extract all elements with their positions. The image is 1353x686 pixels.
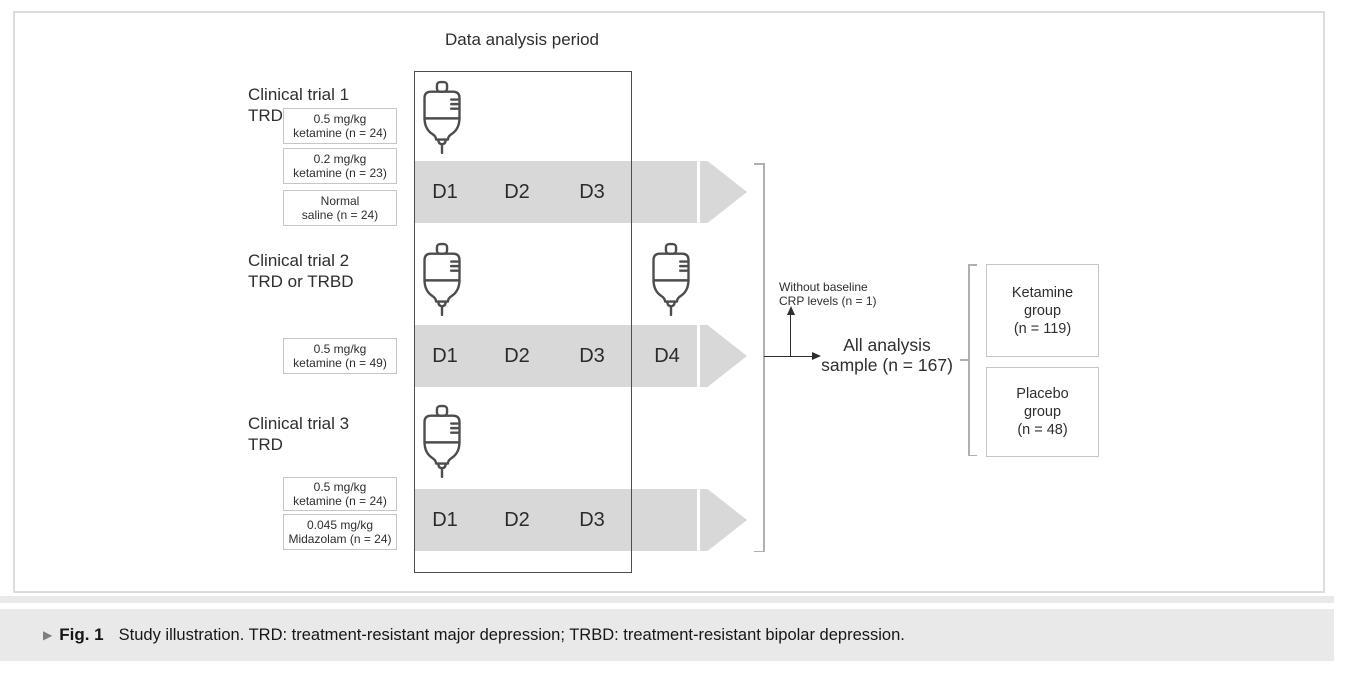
- caption-text: Study illustration. TRD: treatment-resis…: [118, 625, 905, 644]
- caption-figure-label: Fig. 1: [59, 625, 104, 644]
- to-sample-line: [764, 355, 813, 357]
- trial3-arm2-box: 0.045 mg/kg Midazolam (n = 24): [283, 514, 397, 550]
- trial2-arm1-box: 0.5 mg/kg ketamine (n = 49): [283, 338, 397, 374]
- iv-bag-icon: [419, 242, 465, 321]
- trial2-day3-label: D3: [579, 345, 605, 367]
- group-n: (n = 119): [1013, 320, 1072, 337]
- group-word: group: [1023, 404, 1062, 420]
- to-exclusion-line: [790, 314, 792, 356]
- arm-dose: 0.5 mg/kg: [313, 342, 367, 356]
- collect-bracket-vertical: [763, 163, 765, 552]
- arm-drug: ketamine (n = 23): [293, 166, 387, 180]
- iv-bag-icon: [419, 404, 465, 483]
- trial3-day3-label: D3: [579, 509, 605, 531]
- placebo-group-box: Placebo group (n = 48): [986, 367, 1099, 457]
- trial2-name: Clinical trial 2: [248, 251, 350, 270]
- trial3-name: Clinical trial 3: [248, 414, 350, 433]
- split-bracket-vertical: [968, 264, 970, 456]
- trial3-arm1-box: 0.5 mg/kg ketamine (n = 24): [283, 477, 397, 511]
- trial3-heading: Clinical trial 3 TRD: [248, 413, 349, 455]
- arm-dose: 0.2 mg/kg: [313, 152, 367, 166]
- trial1-day3-label: D3: [579, 181, 605, 203]
- trial1-day2-label: D2: [504, 181, 530, 203]
- trial3-day1-label: D1: [432, 509, 458, 531]
- analysis-sample-label: All analysis sample (n = 167): [812, 335, 962, 375]
- iv-bag-icon: [648, 242, 694, 321]
- arm-drug: ketamine (n = 24): [293, 494, 387, 508]
- up-arrowhead-icon: [786, 306, 795, 315]
- arm-drug: Midazolam (n = 24): [288, 532, 392, 546]
- trial2-day4-label: D4: [654, 345, 680, 367]
- ketamine-group-box: Ketamine group (n = 119): [986, 264, 1099, 357]
- arm-drug: ketamine (n = 24): [293, 126, 387, 140]
- trial1-timeline-arrow-body: [414, 161, 697, 223]
- collect-bracket-bottom-nub: [754, 550, 764, 552]
- trial2-heading: Clinical trial 2 TRD or TRBD: [248, 250, 353, 292]
- split-bracket-middle-nub: [959, 359, 969, 361]
- group-n: (n = 48): [1017, 422, 1068, 438]
- arm-dose: 0.5 mg/kg: [313, 112, 367, 126]
- trial3-timeline-arrow-body: [414, 489, 697, 551]
- arm-dose: Normal: [320, 194, 360, 208]
- trial2-timeline-arrow-body: [414, 325, 697, 387]
- trial1-arm2-box: 0.2 mg/kg ketamine (n = 23): [283, 148, 397, 184]
- group-word: group: [1023, 302, 1062, 319]
- trial3-day2-label: D2: [504, 509, 530, 531]
- trial1-population: TRD: [248, 106, 283, 125]
- analysis-sample-line2: sample (n = 167): [821, 355, 953, 375]
- trial2-population: TRD or TRBD: [248, 272, 354, 291]
- exclusion-line1: Without baseline: [779, 280, 868, 294]
- iv-bag-icon: [419, 80, 465, 159]
- arm-dose: 0.045 mg/kg: [306, 518, 374, 532]
- trial1-arm1-box: 0.5 mg/kg ketamine (n = 24): [283, 108, 397, 144]
- caption-bar: ▶ Fig. 1 Study illustration. TRD: treatm…: [0, 609, 1334, 661]
- trial2-day1-label: D1: [432, 345, 458, 367]
- trial1-name: Clinical trial 1: [248, 85, 350, 104]
- right-arrowhead-icon: [812, 351, 821, 360]
- data-analysis-period-title: Data analysis period: [444, 30, 600, 49]
- trial1-day1-label: D1: [432, 181, 458, 203]
- trial2-day2-label: D2: [504, 345, 530, 367]
- split-bracket-top-nub: [968, 264, 977, 266]
- exclusion-note: Without baseline CRP levels (n = 1): [779, 280, 876, 308]
- arm-dose: 0.5 mg/kg: [313, 480, 367, 494]
- trial3-population: TRD: [248, 435, 283, 454]
- trial1-arm3-box: Normal saline (n = 24): [283, 190, 397, 226]
- trial1-heading: Clinical trial 1 TRD: [248, 84, 349, 126]
- collect-bracket-top-nub: [754, 163, 764, 165]
- exclusion-line2: CRP levels (n = 1): [779, 294, 877, 308]
- analysis-sample-line1: All analysis: [843, 335, 931, 355]
- caption-marker-icon: ▶: [43, 628, 53, 642]
- arm-drug: ketamine (n = 49): [293, 356, 387, 370]
- arm-drug: saline (n = 24): [301, 208, 379, 222]
- caption-separator-strip: [0, 596, 1334, 603]
- data-analysis-period-rect: [414, 71, 632, 573]
- group-name: Ketamine: [1011, 284, 1074, 301]
- group-name: Placebo: [1016, 386, 1069, 402]
- split-bracket-bottom-nub: [968, 454, 977, 456]
